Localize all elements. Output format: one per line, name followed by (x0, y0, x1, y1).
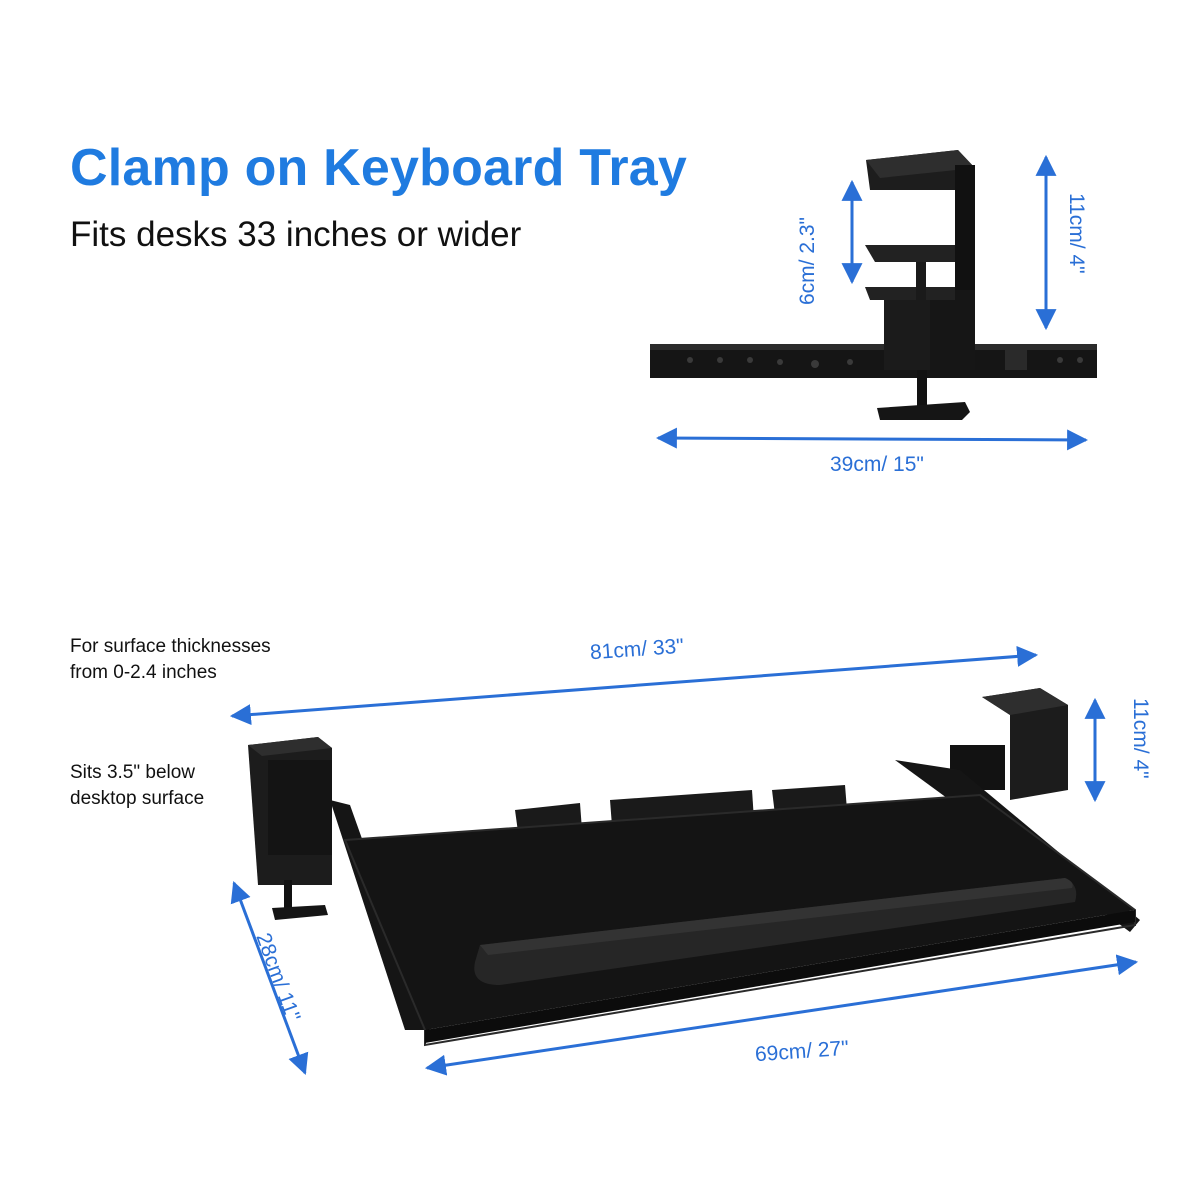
page-subtitle: Fits desks 33 inches or wider (70, 215, 522, 254)
overall-width-arrow (229, 645, 1039, 726)
sits-below-note: Sits 3.5" below desktop surface (70, 760, 204, 812)
keyboard-tray-image (248, 688, 1140, 1047)
page-title: Clamp on Keyboard Tray (70, 139, 687, 197)
clamp-detail-image (650, 150, 1097, 420)
sits-below-note-line2: desktop surface (70, 788, 205, 809)
clamp-height-label: 11cm/ 4" (1065, 193, 1088, 274)
thickness-note-line1: For surface thicknesses (70, 636, 271, 657)
rail-width-label: 39cm/ 15" (830, 453, 924, 476)
tray-clamp-height-label: 11cm/ 4" (1129, 698, 1152, 779)
rail-width-arrow (655, 427, 1089, 451)
sits-below-note-line1: Sits 3.5" below (70, 762, 196, 783)
thickness-note: For surface thicknesses from 0-2.4 inche… (70, 634, 271, 686)
tray-width-arrow (424, 954, 1139, 1076)
clamp-opening-label: 6cm/ 2.3" (796, 217, 819, 305)
thickness-note-line2: from 0-2.4 inches (70, 662, 217, 683)
tray-depth-arrow (230, 881, 309, 1075)
